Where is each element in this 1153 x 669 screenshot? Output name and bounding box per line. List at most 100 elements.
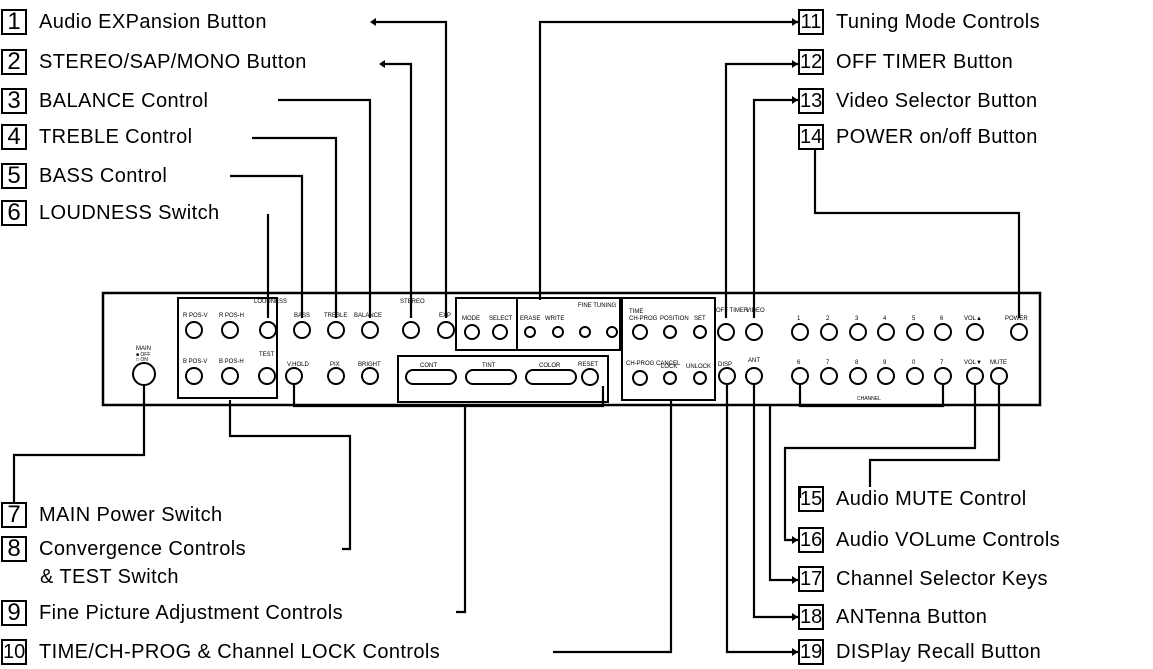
callout-6: 6 LOUDNESS Switch <box>1 200 220 226</box>
mute-label: MUTE <box>990 360 1007 366</box>
mute-button <box>990 367 1008 385</box>
callout-number: 11 <box>798 9 824 35</box>
leader-lines <box>12 20 1021 654</box>
callout-number: 3 <box>1 88 27 114</box>
callout-label: Tuning Mode Controls <box>836 10 1041 33</box>
tint-slider <box>465 369 517 385</box>
exp-label: EXP <box>439 313 451 319</box>
channel-label: CHANNEL <box>857 396 881 402</box>
callout-label: BASS Control <box>39 164 168 187</box>
key-label: 6 <box>940 316 944 322</box>
erase-label: ERASE <box>520 316 540 322</box>
key-label: 8 <box>855 360 859 366</box>
tint-label: TINT <box>482 363 496 369</box>
test-switch <box>258 367 276 385</box>
callout-11: 11 Tuning Mode Controls <box>798 9 1040 35</box>
callout-label: BALANCE Control <box>39 89 209 112</box>
picture-box <box>397 355 609 403</box>
callout-number: 6 <box>1 200 27 226</box>
callout-label: Fine Picture Adjustment Controls <box>39 601 344 624</box>
callout-13: 13 Video Selector Button <box>798 88 1038 114</box>
exp-button <box>437 321 455 339</box>
callout-label: ANTenna Button <box>836 605 988 628</box>
key-label: 3 <box>855 316 859 322</box>
callout-label: Video Selector Button <box>836 89 1038 112</box>
callout-number: 13 <box>798 88 824 114</box>
callout-10: 10 TIME/CH-PROG & Channel LOCK Controls <box>1 639 440 665</box>
callout-number: 1 <box>1 9 27 35</box>
callout-label: Audio EXPansion Button <box>39 10 267 33</box>
callout-number: 5 <box>1 163 27 189</box>
position-label: POSITION <box>660 316 689 322</box>
callout-16: 16 Audio VOLume Controls <box>798 527 1060 553</box>
callout-14: 14 POWER on/off Button <box>798 124 1038 150</box>
main-off-label: ■ OFF <box>136 352 150 358</box>
fine-tuning-label: FINE TUNING <box>578 303 617 309</box>
callout-number: 2 <box>1 49 27 75</box>
cont-label: CONT <box>420 363 437 369</box>
callout-label: MAIN Power Switch <box>39 503 223 526</box>
callout-label: LOUDNESS Switch <box>39 201 220 224</box>
pix-label: PIX <box>330 362 340 368</box>
callout-label: Audio VOLume Controls <box>836 528 1061 551</box>
key-label: 5 <box>912 316 916 322</box>
rposh-label: R POS-H <box>219 313 244 319</box>
callout-number: 16 <box>798 527 824 553</box>
callout-label: DISPlay Recall Button <box>836 640 1042 663</box>
callout-number: 17 <box>798 566 824 592</box>
key-label: 0 <box>912 360 916 366</box>
loudness-label: LOUDNESS <box>254 299 287 305</box>
unlock-label: UNLOCK <box>686 364 711 370</box>
bass-knob <box>293 321 311 339</box>
callout-label: OFF TIMER Button <box>836 50 1014 73</box>
callout-label: Audio MUTE Control <box>836 487 1027 510</box>
callout-1: 1 Audio EXPansion Button <box>1 9 267 35</box>
tuning-box <box>455 297 621 351</box>
vol-up-label: VOL▲ <box>964 316 982 322</box>
callout-number: 8 <box>1 536 27 562</box>
bposv-label: B POS-V <box>183 359 207 365</box>
bright-knob <box>361 367 379 385</box>
vhold-label: V.HOLD <box>287 362 309 368</box>
callout-5: 5 BASS Control <box>1 163 167 189</box>
chprog-label: CH-PROG <box>629 316 658 322</box>
callout-8: 8 Convergence Controls <box>1 536 246 562</box>
callout-number: 9 <box>1 600 27 626</box>
ant-button <box>745 367 763 385</box>
color-slider <box>525 369 577 385</box>
select-button <box>492 324 508 340</box>
disp-button <box>718 367 736 385</box>
pix-knob <box>327 367 345 385</box>
callout-7: 7 MAIN Power Switch <box>1 502 223 528</box>
convergence-box <box>177 297 278 399</box>
key-label: 1 <box>797 316 801 322</box>
key-label: 9 <box>883 360 887 366</box>
test-label: TEST <box>259 352 275 358</box>
video-button <box>745 323 763 341</box>
treble-knob <box>327 321 345 339</box>
callout-2: 2 STEREO/SAP/MONO Button <box>1 49 307 75</box>
callout-number: 18 <box>798 604 824 630</box>
callout-12: 12 OFF TIMER Button <box>798 49 1013 75</box>
stereo-button <box>402 321 420 339</box>
callout-4: 4 TREBLE Control <box>1 124 192 150</box>
callout-label: Convergence Controls <box>39 537 246 560</box>
power-button <box>1010 323 1028 341</box>
callout-number: 4 <box>1 124 27 150</box>
callout-9: 9 Fine Picture Adjustment Controls <box>1 600 343 626</box>
main-on-label: □ ON <box>136 357 148 363</box>
callout-label: STEREO/SAP/MONO Button <box>39 50 307 73</box>
callout-number: 14 <box>798 124 824 150</box>
mode-button <box>464 324 480 340</box>
bass-label: BASS <box>294 313 310 319</box>
key-label: 2 <box>826 316 830 322</box>
callout-number: 10 <box>1 639 27 665</box>
power-label: POWER <box>1005 316 1028 322</box>
time-label: TIME <box>629 309 643 315</box>
lock-label: LOCK <box>661 364 677 370</box>
key-label: 7 <box>940 360 944 366</box>
key-label: 4 <box>883 316 887 322</box>
callout-label: TIME/CH-PROG & Channel LOCK Controls <box>39 640 441 663</box>
color-label: COLOR <box>539 363 561 369</box>
